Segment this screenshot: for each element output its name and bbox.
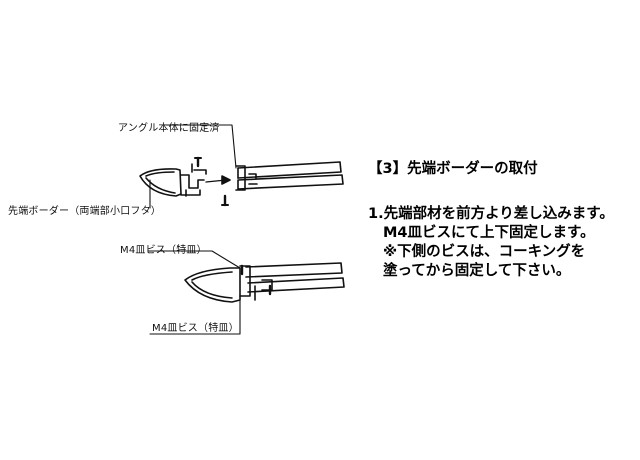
leader-angle-fixed: [165, 124, 237, 169]
angle-rail-bottom: [239, 262, 345, 301]
instruction-line-4: 塗ってから固定して下さい。: [383, 263, 571, 279]
label-m4-screw-top: M4皿ビス（特皿）: [120, 245, 207, 256]
label-angle-fixed: アングル本体に固定済: [118, 123, 220, 134]
leader-m4-top: [147, 250, 241, 269]
angle-rail-top: [235, 161, 344, 191]
section-heading: 【3】先端ボーダーの取付: [368, 161, 538, 177]
m4-screw-top-lower: [221, 194, 229, 207]
instruction-line-2: M4皿ビスにて上下固定します。: [383, 225, 595, 241]
instruction-line-1: 1.先端部材を前方より差し込みます。: [368, 206, 614, 222]
m4-screw-top-upper: [194, 156, 202, 168]
end-border-piece-top: [139, 163, 207, 197]
end-border-piece-bottom: [184, 267, 241, 303]
instruction-line-3: ※下側のビスは、コーキングを: [383, 244, 586, 260]
insert-direction-arrow: [205, 175, 231, 185]
label-end-border-cap: 先端ボーダー（両端部小口フタ）: [8, 206, 161, 217]
leader-m4-bottom: [149, 299, 241, 335]
label-m4-screw-bottom: M4皿ビス（特皿）: [152, 323, 239, 334]
